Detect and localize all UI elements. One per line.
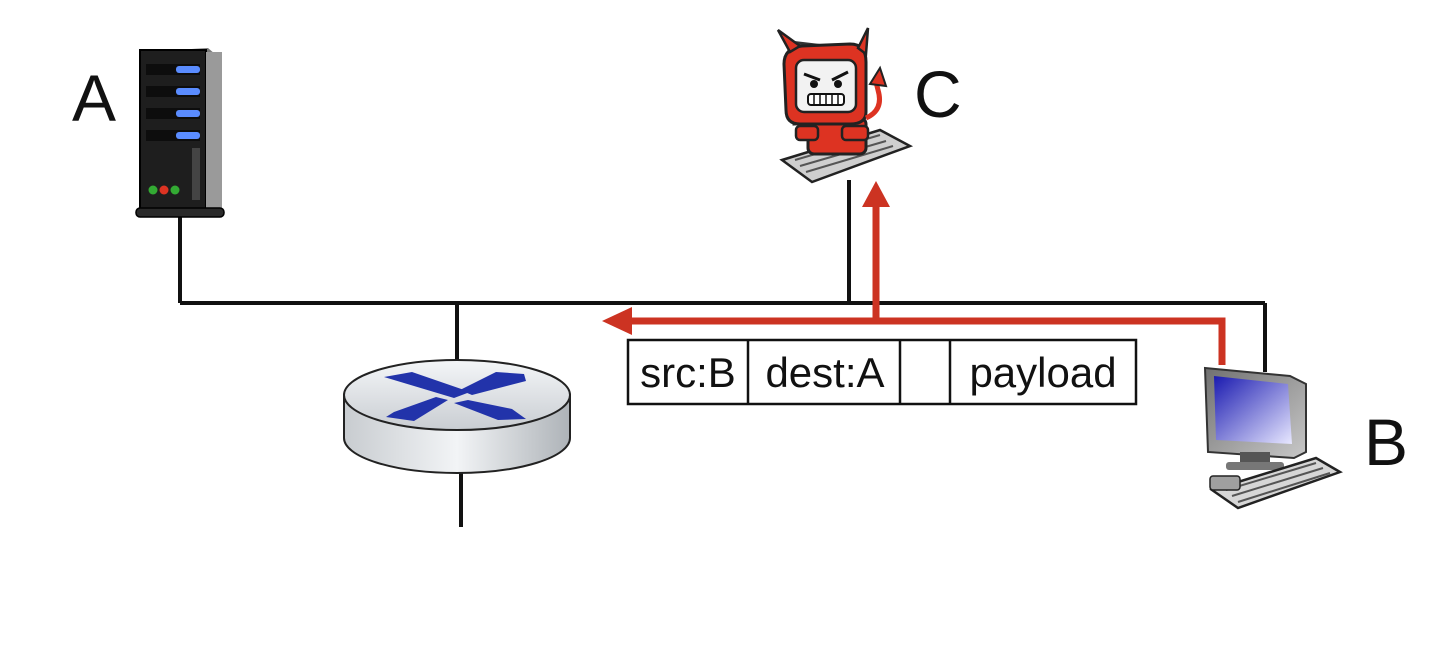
- arrowhead-left-icon: [602, 307, 632, 335]
- attacker-label: C: [914, 57, 962, 131]
- server-label: A: [72, 61, 116, 135]
- server-icon: [135, 48, 225, 218]
- host-label: B: [1364, 405, 1408, 479]
- flow-path-from-host: [630, 317, 1226, 365]
- laptop-computer-icon: [1203, 366, 1343, 510]
- router-icon: [343, 359, 571, 474]
- router-cross-arrows: [384, 372, 526, 421]
- network-wires: [178, 180, 1267, 527]
- packet-field-payload: payload: [969, 349, 1116, 396]
- spoofed-frame-flow: [630, 204, 1226, 365]
- packet-field-src: src:B: [640, 349, 736, 396]
- packet-field-dest: dest:A: [765, 349, 884, 396]
- arrowhead-up-icon: [862, 181, 890, 207]
- attacker-computer-icon: [776, 27, 914, 184]
- packet-frame: src:B dest:A payload: [626, 338, 1138, 406]
